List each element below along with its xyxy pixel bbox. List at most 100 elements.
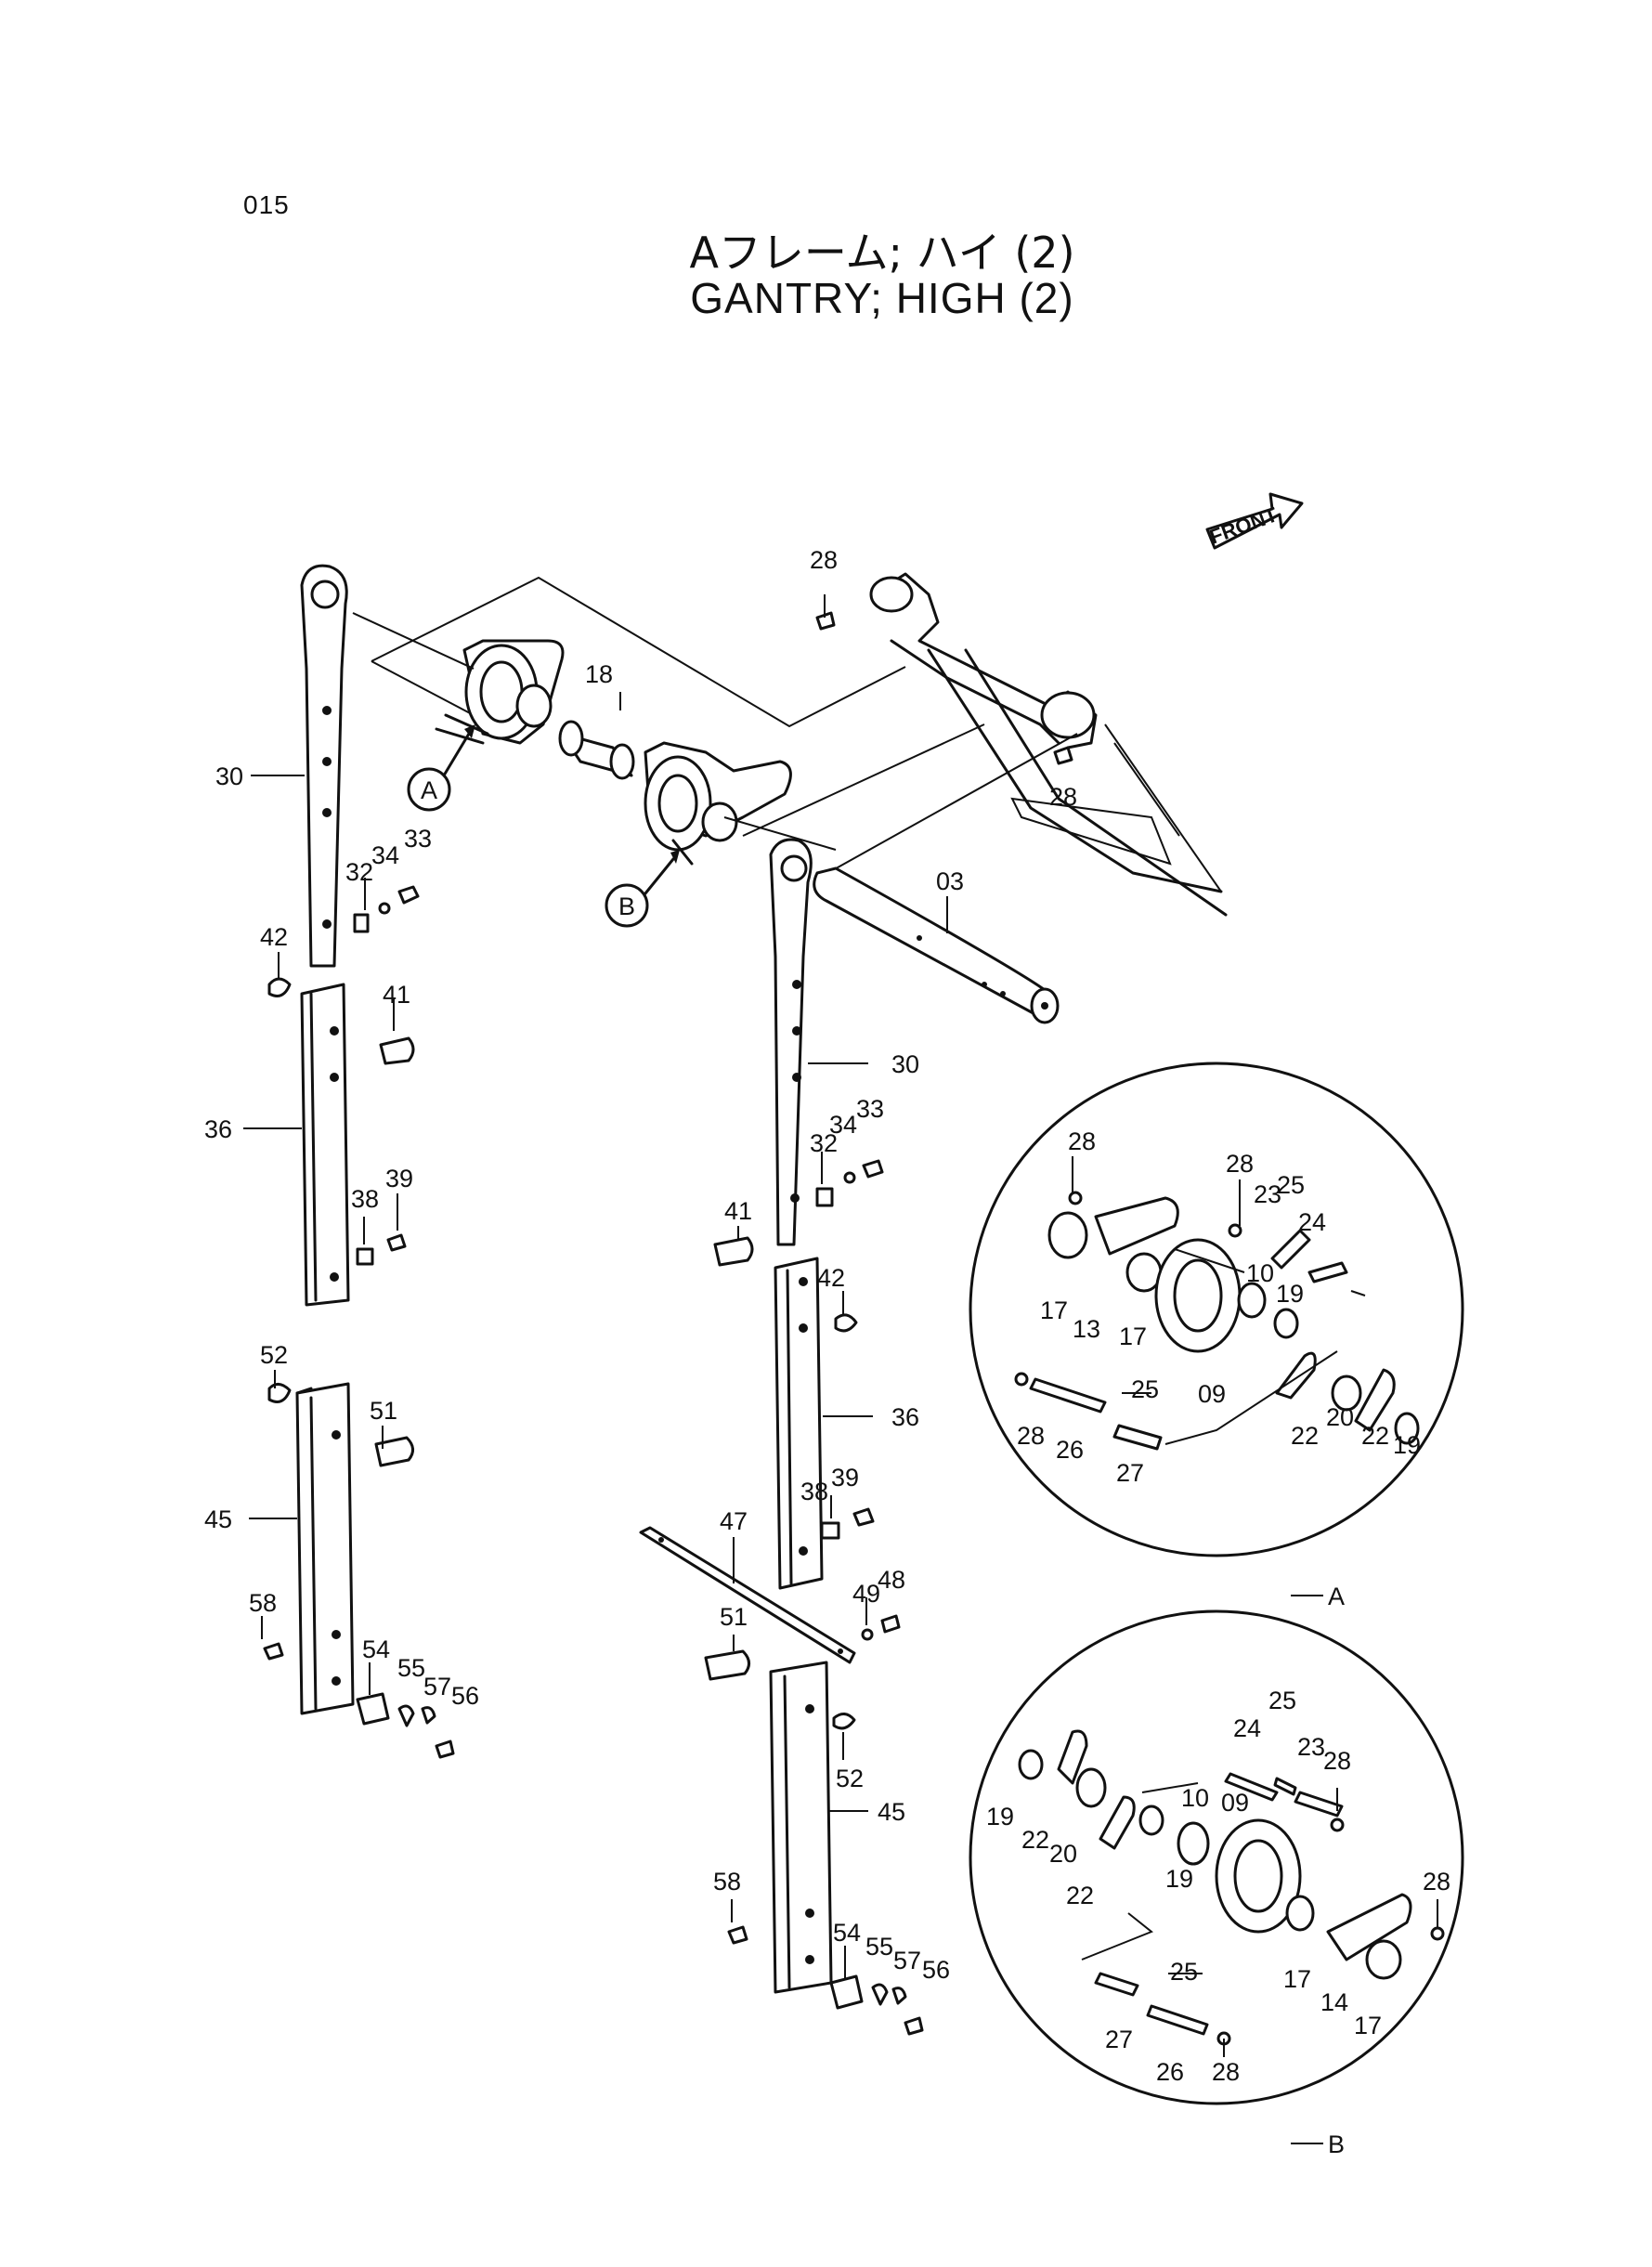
- callout-b: B: [605, 850, 680, 928]
- part-number-label: 30: [215, 762, 243, 790]
- part-number-label: 17: [1283, 1965, 1311, 1993]
- part-number-label: 22: [1291, 1422, 1319, 1450]
- detail-circle-a: [969, 1062, 1464, 1557]
- part-number-label: 28: [810, 546, 838, 574]
- part-number-label: 09: [1198, 1380, 1226, 1408]
- part-number-label: 49: [852, 1580, 880, 1608]
- detail-label-a: A: [1328, 1583, 1345, 1610]
- part-number-label: 03: [936, 867, 964, 895]
- middle-link-right: [774, 1257, 824, 1590]
- part-number-label: 17: [1040, 1296, 1068, 1324]
- svg-text:B: B: [618, 892, 635, 920]
- part-number-label: 51: [370, 1397, 397, 1425]
- part-number-label: 57: [423, 1673, 451, 1700]
- part-number-label: 39: [831, 1464, 859, 1492]
- lower-link-right: [769, 1661, 833, 1994]
- part-number-label: 41: [383, 981, 410, 1009]
- part-number-label: 27: [1105, 2026, 1133, 2053]
- part-number-label: 28: [1323, 1747, 1351, 1775]
- part-number-label: 52: [260, 1341, 288, 1369]
- part-number-label: 25: [1131, 1375, 1159, 1403]
- part-number-label: 17: [1119, 1322, 1147, 1350]
- leader-lines: [243, 594, 1438, 2057]
- detail-b-parts: [1018, 1729, 1445, 2046]
- part-number-label: 42: [260, 923, 288, 951]
- part-number-label: 45: [878, 1798, 905, 1826]
- upper-link-right: [769, 838, 813, 1246]
- part-number-label: 36: [204, 1115, 232, 1143]
- bar-47: [639, 1526, 856, 1664]
- part-number-label: 19: [1393, 1431, 1421, 1459]
- lower-link-left: [295, 1382, 355, 1715]
- part-number-label: 26: [1156, 2058, 1184, 2086]
- part-number-label: 20: [1049, 1840, 1077, 1868]
- part-number-label: 28: [1226, 1150, 1254, 1178]
- part-number-label: 10: [1181, 1784, 1209, 1812]
- part-number-label: 10: [1246, 1259, 1274, 1287]
- part-number-label: 51: [720, 1603, 748, 1631]
- part-number-label: 19: [1276, 1280, 1304, 1308]
- part-number-label: 23: [1254, 1180, 1281, 1208]
- detail-a-parts: [1014, 1191, 1420, 1451]
- middle-link-left: [300, 983, 350, 1307]
- detail-label-b: B: [1328, 2130, 1345, 2158]
- part-number-label: 54: [833, 1919, 861, 1947]
- part-number-label: 58: [713, 1868, 741, 1896]
- part-number-label: 19: [986, 1803, 1014, 1831]
- part-number-label: 45: [204, 1505, 232, 1533]
- title-english: GANTRY; HIGH (2): [690, 274, 1074, 322]
- part-number-label: 54: [362, 1635, 390, 1663]
- callout-a: A: [407, 724, 475, 812]
- part-number-label: 22: [1066, 1882, 1094, 1909]
- part-number-label: 27: [1116, 1459, 1144, 1487]
- part-number-label: 19: [1165, 1865, 1193, 1893]
- part-number-label: 48: [878, 1566, 905, 1594]
- part-number-label: 42: [817, 1264, 845, 1292]
- part-number-label: 38: [351, 1185, 379, 1213]
- svg-text:A: A: [421, 776, 437, 804]
- part-number-label: 17: [1354, 2012, 1382, 2039]
- fasteners-main: [263, 611, 1073, 2036]
- part-number-label: 24: [1233, 1714, 1261, 1742]
- part-number-label: 24: [1298, 1208, 1326, 1236]
- part-number-label: 32: [345, 858, 373, 886]
- part-number-label: 58: [249, 1589, 277, 1617]
- pin-18: [558, 720, 635, 780]
- part-number-label: 52: [836, 1765, 864, 1792]
- pin-03: [813, 866, 1060, 1024]
- part-number-label: 14: [1320, 1988, 1348, 2016]
- part-number-label: 30: [891, 1050, 919, 1078]
- part-number-label: 28: [1212, 2058, 1240, 2086]
- part-number-label: 57: [893, 1947, 921, 1974]
- part-number-label: 38: [800, 1478, 828, 1505]
- part-number-label: 56: [451, 1682, 479, 1710]
- part-number-label: 13: [1073, 1315, 1100, 1343]
- sheave-bracket-b: [644, 741, 792, 866]
- part-number-label: 47: [720, 1507, 748, 1535]
- part-number-label: 39: [385, 1165, 413, 1192]
- part-number-label: 09: [1221, 1789, 1249, 1817]
- front-arrow-icon: FRONT: [1205, 492, 1304, 550]
- front-label: FRONT: [1206, 502, 1281, 549]
- part-number-label: 34: [371, 841, 399, 869]
- part-number-label: 25: [1277, 1171, 1305, 1199]
- part-number-label: 25: [1170, 1958, 1198, 1986]
- upper-link-left: [300, 564, 348, 968]
- part-number-label: 22: [1021, 1826, 1049, 1854]
- page-number: 015: [243, 190, 290, 219]
- part-number-label: 18: [585, 660, 613, 688]
- part-number-label: 32: [810, 1129, 838, 1157]
- sheave-bracket-a: [435, 639, 565, 745]
- part-number-label: 23: [1297, 1733, 1325, 1761]
- part-number-label: 26: [1056, 1436, 1084, 1464]
- part-number-label: 20: [1326, 1403, 1354, 1431]
- part-number-label: 34: [829, 1111, 857, 1139]
- part-number-label: 56: [922, 1956, 950, 1984]
- detail-circle-b: [969, 1609, 1464, 2105]
- gantry-phantom-outline: [371, 572, 1228, 917]
- part-number-label: 28: [1423, 1868, 1450, 1896]
- part-number-label: 33: [856, 1095, 884, 1123]
- part-number-label: 36: [891, 1403, 919, 1431]
- part-number-label: 22: [1361, 1422, 1389, 1450]
